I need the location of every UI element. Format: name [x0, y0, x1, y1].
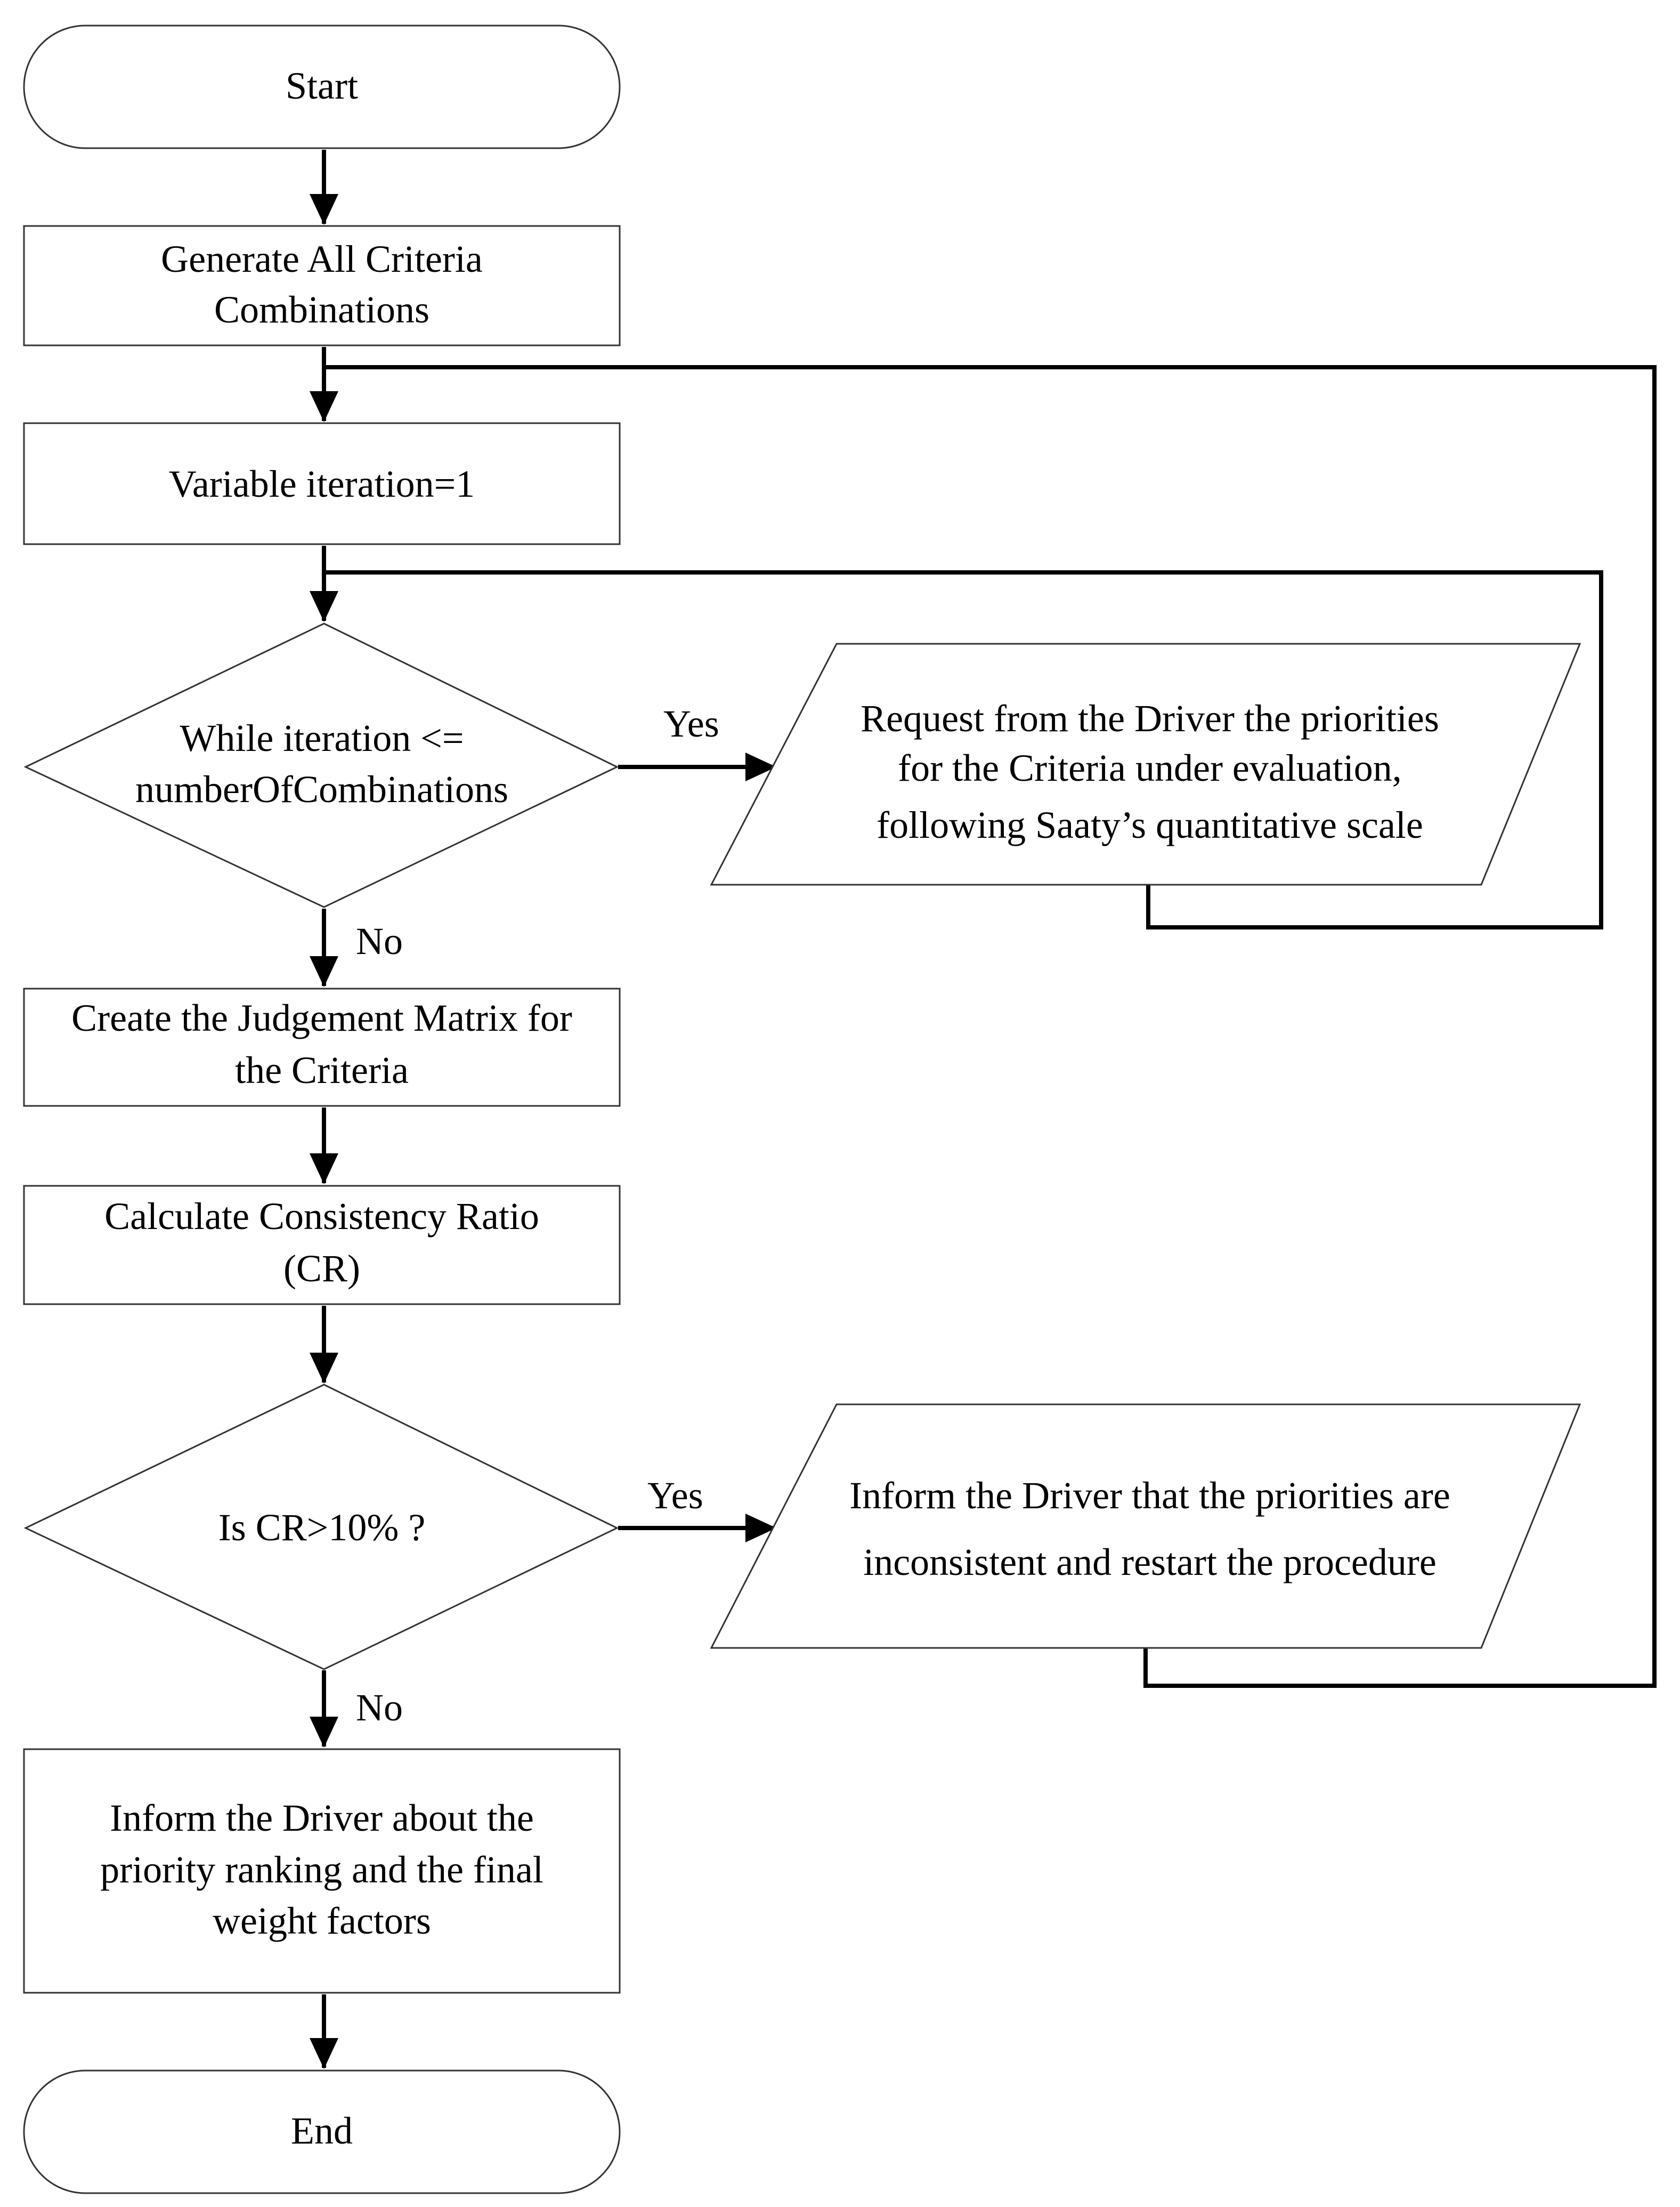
edge-request-loop-back — [324, 570, 1603, 929]
calc-cr-node: Calculate Consistency Ratio (CR) — [23, 1185, 621, 1305]
inform-inconsistent-io-parallelogram — [710, 1403, 1581, 1649]
inform-inconsistent-label-line-2: inconsistent and restart the procedure — [863, 1541, 1436, 1583]
start-label: Start — [286, 64, 358, 107]
while-decision-label-line-1: While iteration <= — [180, 717, 464, 759]
end-label: End — [291, 2109, 353, 2152]
end-terminator-shape — [23, 2069, 621, 2194]
generate-process-box — [23, 225, 621, 346]
cr-decision-node: Is CR>10% ? — [23, 1384, 619, 1670]
request-priorities-label-line-1: Request from the Driver the priorities — [861, 697, 1439, 740]
calc-cr-process-box — [23, 1185, 621, 1305]
cr-yes-label: Yes — [647, 1474, 703, 1517]
calc-cr-label-line-1: Calculate Consistency Ratio — [104, 1195, 539, 1238]
while-decision-node: While iteration <= numberOfCombinations — [23, 623, 619, 908]
judgement-matrix-process-box — [23, 988, 621, 1107]
while-yes-label: Yes — [663, 702, 719, 745]
inform-ranking-label-line-2: priority ranking and the final — [100, 1848, 543, 1891]
edges — [310, 150, 1657, 2069]
judgement-matrix-label-line-1: Create the Judgement Matrix for — [71, 997, 572, 1039]
request-priorities-label-line-3: following Saaty’s quantitative scale — [876, 804, 1423, 846]
inform-ranking-label-line-1: Inform the Driver about the — [110, 1797, 534, 1839]
request-priorities-label-line-2: for the Criteria under evaluation, — [898, 747, 1402, 789]
while-no-label: No — [356, 920, 403, 963]
request-priorities-node: Request from the Driver the priorities f… — [710, 643, 1581, 886]
inform-inconsistent-label-line-1: Inform the Driver that the priorities ar… — [849, 1474, 1450, 1517]
inform-inconsistent-node: Inform the Driver that the priorities ar… — [710, 1403, 1581, 1649]
inform-ranking-process-box — [23, 1748, 621, 1994]
init-iteration-label: Variable iteration=1 — [169, 463, 475, 505]
end-node: End — [23, 2069, 621, 2194]
generate-label-line-2: Combinations — [214, 288, 429, 331]
generate-node: Generate All Criteria Combinations — [23, 225, 621, 346]
cr-no-label: No — [356, 1686, 403, 1729]
inform-ranking-node: Inform the Driver about the priority ran… — [23, 1748, 621, 1994]
request-priorities-io-parallelogram — [710, 643, 1581, 886]
generate-label-line-1: Generate All Criteria — [161, 238, 483, 280]
start-node: Start — [23, 25, 621, 149]
edge-inconsistent-restart-loop — [324, 365, 1657, 1688]
while-decision-diamond — [23, 623, 619, 908]
cr-decision-diamond — [23, 1384, 619, 1670]
edge-labels: Yes No Yes No — [356, 702, 719, 1729]
judgement-matrix-node: Create the Judgement Matrix for the Crit… — [23, 988, 621, 1107]
cr-decision-label: Is CR>10% ? — [218, 1506, 426, 1549]
inform-ranking-label-line-3: weight factors — [213, 1899, 431, 1942]
start-terminator-shape — [23, 25, 621, 149]
judgement-matrix-label-line-2: the Criteria — [235, 1049, 409, 1092]
init-iteration-process-box — [23, 422, 621, 545]
init-iteration-node: Variable iteration=1 — [23, 422, 621, 545]
calc-cr-label-line-2: (CR) — [283, 1247, 360, 1290]
while-decision-label-line-2: numberOfCombinations — [135, 768, 508, 811]
